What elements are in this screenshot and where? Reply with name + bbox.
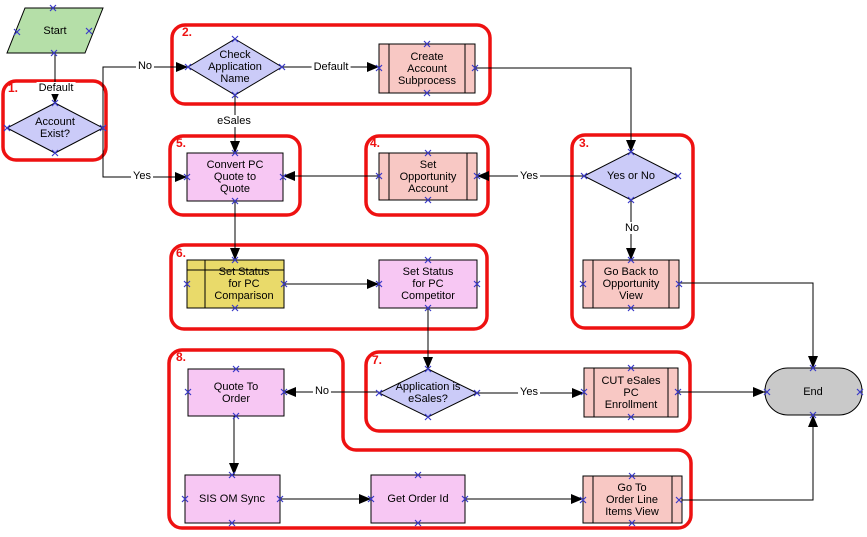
end-label: End — [803, 385, 823, 398]
edge-label-application-esales-no: No — [312, 385, 332, 397]
convert-pc-quote-to-quote-shape[interactable] — [186, 152, 284, 202]
go-to-order-line-handles-icon — [579, 472, 683, 527]
convert-pc-quote-handles-icon — [183, 149, 287, 205]
cut-esales-pc-enrollment-label: CUT eSales PC Enrollment — [601, 374, 661, 411]
set-status-for-pc-competitor-label: Set Status for PC Competitor — [401, 266, 455, 302]
region-7-number: 7. — [372, 353, 383, 367]
quote-to-order-handles-icon — [184, 365, 288, 420]
yes-or-no-handles-icon — [580, 148, 682, 204]
region-2-outline — [170, 23, 492, 106]
edge-go-back-opportunity-to-end[interactable] — [679, 282, 818, 368]
sis-om-sync-label: SIS OM Sync — [198, 493, 266, 505]
region-3-number: 3. — [579, 136, 590, 150]
yes-or-no-label: Yes or No — [607, 170, 655, 182]
quote-to-order-label: Quote To Order — [213, 380, 259, 405]
cut-esales-pc-enrollment-shape[interactable] — [583, 367, 679, 418]
edge-label-check-application-default: Default — [311, 61, 351, 73]
edge-label-yes-or-no-no: No — [622, 222, 642, 234]
check-application-handles-icon — [184, 35, 286, 99]
region-5-number: 5. — [176, 136, 187, 150]
create-account-subprocess-label: Create Account Subprocess — [397, 50, 457, 87]
subprocess-bars-icon — [388, 153, 468, 200]
set-status-competitor-handles-icon — [375, 256, 481, 312]
region-8-outline — [167, 348, 693, 530]
edge-account-exist-no-to-check-application[interactable] — [102, 62, 188, 128]
operation-grid-icon — [187, 260, 284, 308]
region-6-outline — [169, 243, 489, 331]
subprocess-bars-icon — [592, 260, 670, 308]
edge-label-check-application-esales: eSales — [215, 115, 253, 127]
subprocess-bars-icon — [388, 44, 466, 93]
application-esales-handles-icon — [375, 365, 481, 421]
region-2-number: 2. — [182, 25, 193, 39]
subprocess-bars-icon — [593, 368, 669, 417]
set-opportunity-account-label: Set Opportunity Account — [399, 158, 457, 195]
go-back-to-opportunity-view-label: Go Back to Opportunity View — [602, 266, 660, 302]
region-3-outline — [570, 133, 695, 330]
region-4-number: 4. — [370, 136, 381, 150]
go-to-order-line-items-view-label: Go To Order Line Items View — [605, 481, 659, 518]
set-status-for-pc-comparison-shape[interactable] — [186, 259, 285, 309]
edge-label-account-exist-no: No — [135, 60, 155, 72]
create-account-handles-icon — [375, 40, 479, 97]
start-label: Start — [43, 24, 67, 37]
go-back-to-opportunity-view-shape[interactable] — [582, 259, 680, 309]
get-order-id-handles-icon — [367, 471, 469, 527]
account-exist-label: Account Exist? — [35, 116, 75, 140]
application-is-esales-label: Application is eSales? — [395, 381, 461, 405]
edge-label-application-esales-yes: Yes — [518, 386, 540, 398]
region-8-number: 8. — [176, 350, 187, 364]
set-status-comparison-handles-icon — [183, 256, 288, 312]
subprocess-bars-icon — [592, 476, 673, 523]
edge-label-yes-or-no-yes: Yes — [518, 170, 540, 182]
cut-esales-handles-icon — [580, 364, 682, 421]
region-6-number: 6. — [176, 246, 187, 260]
end-handles-icon — [763, 364, 864, 419]
get-order-id-label: Get Order Id — [387, 493, 449, 505]
edge-create-account-to-yes-or-no[interactable] — [475, 67, 636, 152]
edge-label-start-default: Default — [36, 82, 76, 94]
set-opportunity-handles-icon — [375, 149, 481, 204]
edge-label-account-exist-yes: Yes — [131, 170, 153, 182]
edge-account-exist-yes-to-convert-pc-quote[interactable] — [102, 128, 187, 182]
edge-go-to-order-line-to-end[interactable] — [682, 415, 818, 501]
get-order-id-shape[interactable] — [370, 474, 466, 524]
region-1-number: 1. — [8, 81, 19, 95]
check-application-name-label: Check Application Name — [208, 49, 262, 85]
go-back-opportunity-handles-icon — [579, 256, 683, 312]
start-handles-icon — [13, 4, 93, 57]
set-status-for-pc-comparison-label: Set Status for PC Comparison — [214, 266, 274, 302]
convert-pc-quote-to-quote-label: Convert PC Quote to Quote — [206, 159, 264, 195]
sis-om-sync-handles-icon — [181, 471, 284, 527]
quote-to-order-shape[interactable] — [187, 368, 285, 417]
start-shape[interactable] — [6, 7, 104, 54]
account-exist-handles-icon — [3, 99, 107, 157]
set-status-for-pc-competitor-shape[interactable] — [378, 259, 478, 309]
